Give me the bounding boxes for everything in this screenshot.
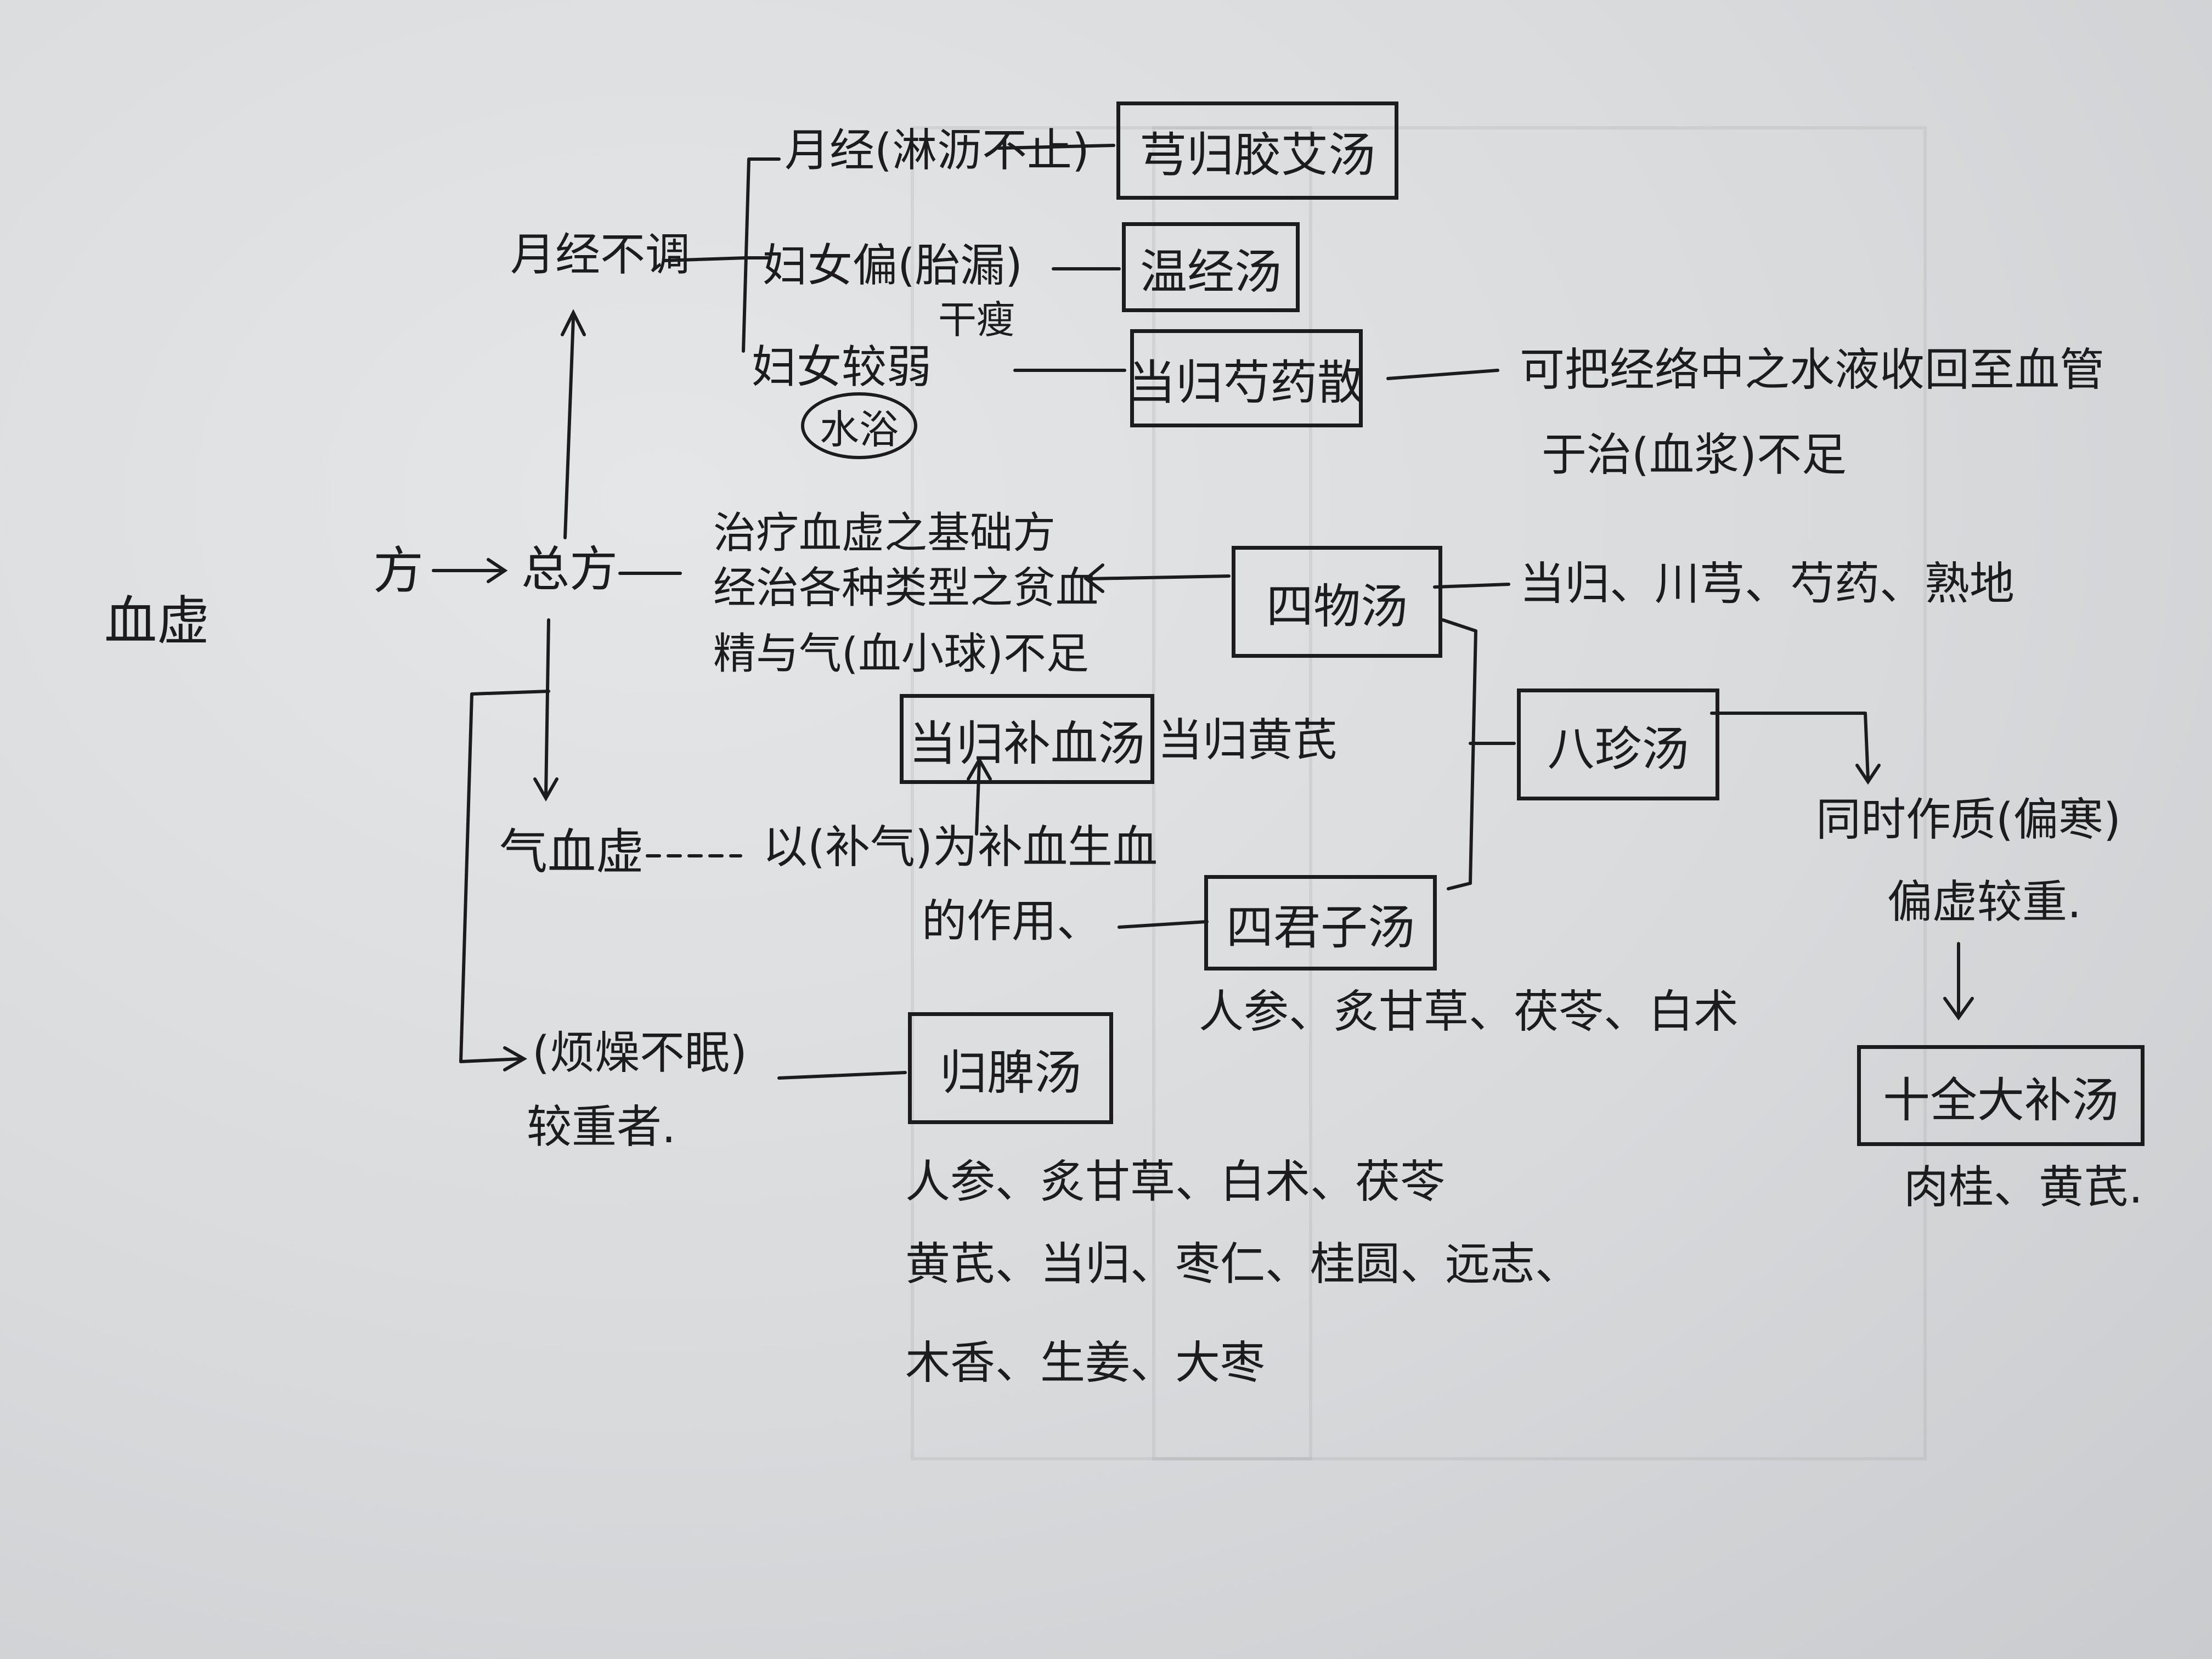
arrow-up-to-yuejing — [563, 317, 575, 539]
buqi-line-1: 以(补气)为补血生血 — [763, 821, 1158, 873]
box-jiaoai-label: 芎归胶艾汤 — [1139, 128, 1375, 183]
box-jiaoai: 芎归胶艾汤 — [1116, 101, 1398, 200]
danggui-shaoyao-note-1: 可把经络中之水液收回至血管 — [1520, 344, 2105, 396]
box-danggui-shaoyao-label: 当归芍药散 — [1128, 356, 1364, 410]
yuejing-label: 月经(淋沥不止) — [785, 125, 1090, 177]
sijunzi-ingredients: 人参、炙甘草、茯苓、白术 — [1199, 986, 1739, 1038]
box-danggui-shaoyao: 当归芍药散 — [1128, 329, 1364, 427]
shiquan-ingredients: 肉桂、黄芪. — [1904, 1161, 2143, 1214]
box-wenjing: 温经汤 — [1122, 222, 1300, 312]
box-danggui-buxue-label: 当归补血汤 — [909, 716, 1145, 771]
ganshou-label: 干瘦 — [938, 297, 1015, 342]
siwu-ingredients: 当归、川芎、芍药、熟地 — [1520, 558, 2015, 610]
box-shiquan-label: 十全大补汤 — [1883, 1073, 2119, 1128]
danggui-shaoyao-note-2: 于治(血浆)不足 — [1542, 429, 1847, 481]
qixuexu-label: 气血虚 — [499, 823, 645, 880]
box-guipi: 归脾汤 — [908, 1012, 1113, 1124]
buxue-ingredients: 当归黄芪 — [1158, 714, 1338, 766]
box-bazhen: 八珍汤 — [1517, 689, 1719, 800]
box-sijunzi-label: 四君子汤 — [1226, 900, 1415, 955]
box-guipi-label: 归脾汤 — [940, 1045, 1081, 1101]
zhiliao-line-3: 精与气(血小球)不足 — [713, 629, 1089, 679]
zhiliao-line-2: 经治各种类型之贫血 — [713, 563, 1099, 613]
funu-pianchan-label: 妇女偏(胎漏) — [763, 240, 1023, 292]
box-wenjing-label: 温经汤 — [1140, 244, 1282, 300]
box-siwu-label: 四物汤 — [1266, 579, 1408, 634]
yuejing-buhe-label: 月经不调 — [510, 229, 691, 281]
box-bazhen-label: 八珍汤 — [1547, 721, 1689, 777]
fang-label: 方 — [373, 541, 424, 600]
buqi-line-2: 的作用、 — [922, 895, 1102, 947]
box-shiquan: 十全大补汤 — [1857, 1045, 2145, 1146]
zongfang-label: 总方 — [521, 541, 618, 597]
bazhen-note-1: 同时作质(偏寒) — [1816, 794, 2121, 846]
back-page-shadow-frame — [911, 126, 1927, 1460]
funu-xuruo-label: 妇女较弱 — [752, 341, 932, 393]
zhiliao-line-1: 治疗血虚之基础方 — [713, 509, 1056, 558]
guipi-line-2: 黄芪、当归、枣仁、桂圆、远志、 — [905, 1238, 1581, 1290]
shuiyu-label: 水浴 — [819, 406, 899, 453]
box-sijunzi: 四君子汤 — [1204, 875, 1437, 970]
box-siwu: 四物汤 — [1232, 546, 1442, 658]
guipi-line-3: 木香、生姜、大枣 — [905, 1337, 1266, 1389]
fanzao-line-2: 较重者. — [527, 1101, 676, 1153]
shuiyu-oval: 水浴 — [801, 392, 917, 459]
back-page-shadow-column — [1152, 126, 1312, 1460]
root-label: 血虚 — [104, 590, 210, 652]
fanzao-line-1: (烦燥不眠) — [532, 1027, 747, 1079]
guipi-line-1: 人参、炙甘草、白术、茯苓 — [905, 1156, 1446, 1208]
bazhen-note-2: 偏虚较重. — [1887, 876, 2082, 928]
box-danggui-buxue: 当归补血汤 — [900, 694, 1154, 784]
